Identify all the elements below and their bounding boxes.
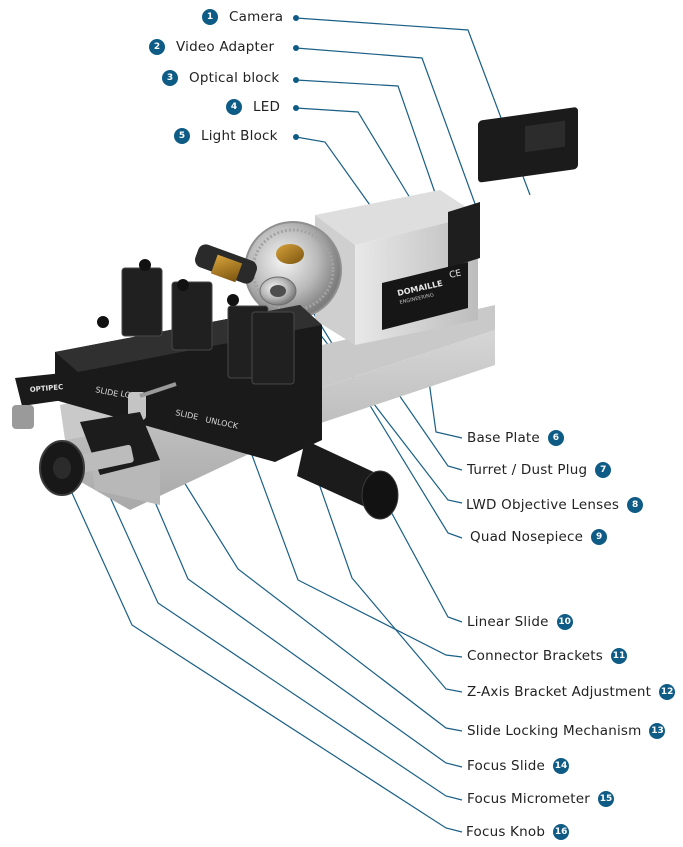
callout-number: 16: [553, 824, 570, 840]
callout-text: Turret / Dust Plug: [467, 462, 588, 478]
callout-focus-micrometer: Focus Micrometer 15: [467, 791, 614, 807]
callout-video-adapter: 2 Video Adapter: [149, 39, 274, 55]
callout-focus-knob: Focus Knob 16: [466, 824, 570, 840]
focus-micrometer-shape: [77, 444, 134, 473]
callout-number: 6: [547, 430, 564, 446]
video-adapter-shape: [448, 202, 480, 268]
callout-text: Z-Axis Bracket Adjustment: [467, 684, 652, 700]
callout-lwd-objective-lenses: LWD Objective Lenses 8: [466, 497, 644, 513]
leader-line-15: [90, 454, 463, 801]
leader-line-2: [295, 47, 479, 213]
callout-number: 13: [649, 723, 666, 739]
front-brand: OPTIPEC: [29, 383, 63, 394]
linear-slide-cylinder: [297, 440, 399, 520]
leader-line-14: [133, 452, 463, 768]
leader-line-12: [288, 397, 463, 693]
callout-number: 11: [611, 648, 627, 664]
callout-text: Base Plate: [467, 430, 540, 446]
leader-dot-1: [293, 15, 299, 21]
leader-dot-4: [293, 105, 299, 111]
callout-optical-block: 3 Optical block: [162, 70, 279, 86]
connector-bracket-shapes: [121, 267, 295, 385]
leader-line-3: [295, 79, 443, 214]
callout-turret-dust-plug: Turret / Dust Plug 7: [467, 462, 612, 478]
leader-dot-2: [293, 45, 299, 51]
callout-number: 10: [556, 614, 573, 630]
callout-number: 7: [595, 462, 612, 478]
callout-text: Optical block: [189, 70, 280, 86]
callout-linear-slide: Linear Slide 10: [467, 614, 573, 630]
callout-text: Video Adapter: [176, 39, 275, 55]
callout-number: 15: [598, 791, 614, 807]
leader-line-8: [264, 262, 463, 504]
callout-text: Linear Slide: [467, 614, 549, 630]
callout-text: Focus Micrometer: [467, 791, 590, 807]
leader-line-13: [137, 407, 463, 732]
callout-connector-brackets: Connector Brackets 11: [467, 648, 627, 664]
callout-number: 5: [174, 128, 190, 144]
callout-text: Quad Nosepiece: [470, 529, 584, 545]
callout-text: LWD Objective Lenses: [466, 497, 620, 513]
callout-text: Focus Knob: [466, 824, 546, 840]
callout-number: 1: [202, 9, 218, 25]
nameplate-shape: [382, 262, 468, 330]
leader-line-16: [71, 492, 463, 833]
callout-text: Light Block: [201, 128, 278, 144]
callout-text: Focus Slide: [467, 758, 545, 774]
callout-number: 12: [659, 684, 676, 700]
callout-number: 14: [553, 758, 569, 774]
callout-quad-nosepiece: Quad Nosepiece 9: [470, 529, 608, 545]
callout-number: 4: [226, 99, 242, 115]
callout-camera: 1 Camera: [202, 9, 283, 25]
leader-line-10: [382, 496, 463, 623]
callout-light-block: 5 Light Block: [174, 128, 278, 144]
callout-text: Camera: [229, 9, 284, 25]
callout-base-plate: Base Plate 6: [467, 430, 564, 446]
callout-number: 9: [591, 529, 608, 545]
slide-lock-lever-shape: [128, 392, 146, 420]
callout-led: 4 LED: [226, 99, 280, 115]
callout-z-axis-bracket-adjustment: Z-Axis Bracket Adjustment 12: [467, 684, 676, 700]
ce-mark: CE: [448, 268, 462, 281]
callout-focus-slide: Focus Slide 14: [467, 758, 569, 774]
callout-number: 2: [149, 39, 165, 55]
callout-text: LED: [253, 99, 281, 115]
turret-shape: [244, 221, 342, 319]
callout-text: Connector Brackets: [467, 648, 603, 664]
leader-line-4: [295, 107, 411, 199]
leader-dot-5: [293, 134, 299, 140]
callout-text: Slide Locking Mechanism: [467, 723, 642, 739]
leader-dot-3: [293, 77, 299, 83]
callout-slide-locking-mechanism: Slide Locking Mechanism 13: [467, 723, 666, 739]
leader-line-6: [427, 373, 463, 439]
callout-number: 8: [627, 497, 644, 513]
leader-line-5: [295, 136, 373, 209]
optical-block-top: [315, 190, 478, 245]
objective-lens-shapes: [195, 244, 297, 306]
callout-number: 3: [162, 70, 178, 86]
